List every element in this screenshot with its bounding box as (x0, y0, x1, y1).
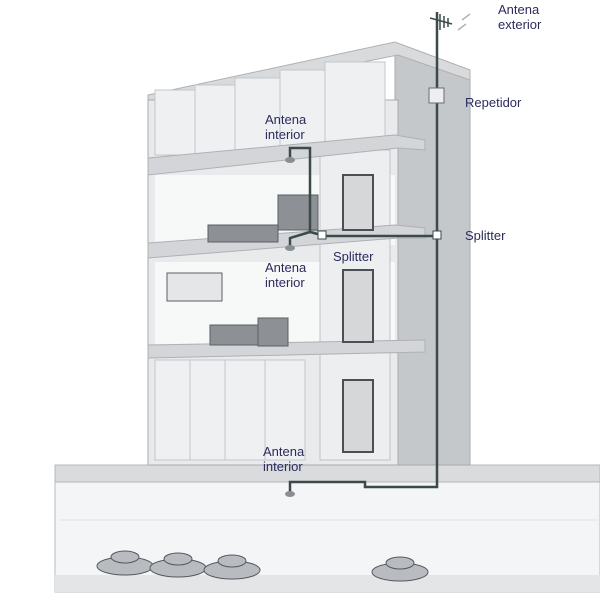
label-splitter-right: Splitter (465, 228, 506, 243)
label-line: Antena (265, 112, 307, 127)
parked-cars (96, 550, 429, 582)
cable-network (288, 12, 439, 492)
label-line: exterior (498, 17, 542, 32)
basement (54, 479, 600, 593)
ground-slab (54, 464, 600, 483)
label-splitter-middle: Splitter (333, 249, 374, 264)
outdoor-antenna-icon (429, 13, 471, 31)
label-outdoor-antenna: Antena exterior (498, 2, 541, 32)
splitter-right-icon (432, 230, 442, 240)
label-indoor-antenna-top: Antena interior (265, 112, 306, 142)
label-line: Antena (498, 2, 540, 17)
label-line: Antena (265, 260, 307, 275)
label-line: Antena (263, 444, 305, 459)
label-line: interior (263, 459, 303, 474)
label-indoor-antenna-middle: Antena interior (265, 260, 306, 290)
indoor-antenna-icons (285, 157, 295, 497)
building-side (394, 44, 471, 466)
label-repeater: Repetidor (465, 95, 522, 110)
label-indoor-antenna-bottom: Antena interior (263, 444, 304, 474)
repeater-icon (428, 87, 445, 104)
office-furniture (166, 194, 319, 347)
doors (342, 174, 374, 453)
label-line: interior (265, 275, 305, 290)
splitter-middle-icon (317, 230, 327, 240)
label-line: interior (265, 127, 305, 142)
